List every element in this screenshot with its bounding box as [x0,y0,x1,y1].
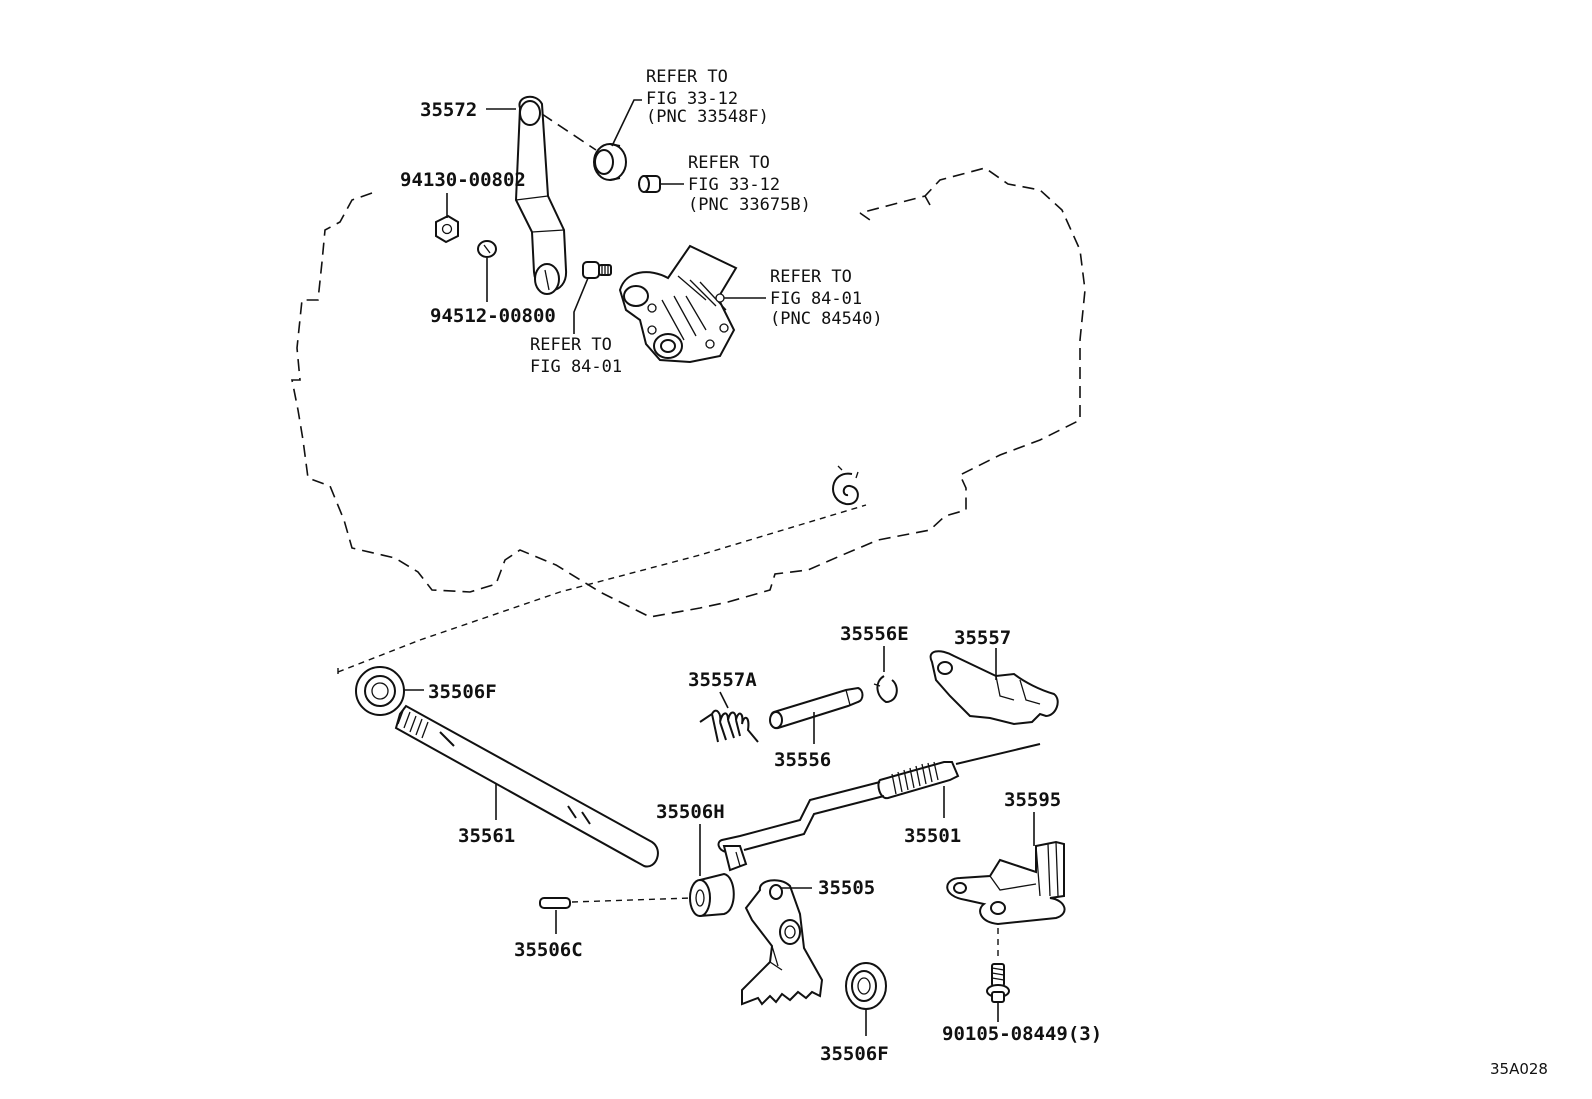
ref1-line3: (PNC 33548F) [646,107,769,127]
washer-94512-00800 [477,240,497,258]
label-35572: 35572 [420,99,477,121]
label-35556: 35556 [774,749,831,771]
figure-id: 35A028 [1490,1060,1548,1078]
label-35556e: 35556E [840,623,909,645]
ref2-line3: (PNC 33675B) [688,195,811,215]
pin-35506c [539,897,571,909]
shaft-alignment-line [337,504,867,673]
label-35505: 35505 [818,877,875,899]
shaft-35561 [394,704,659,868]
transmission-case-outline [291,167,1086,618]
label-35557: 35557 [954,627,1011,649]
oil-seal-35506f-bottom [845,962,887,1010]
e-ring-35556e [873,675,898,704]
bushing-35506h [689,872,735,918]
leader-33548f [611,99,642,147]
label-35506f-bottom: 35506F [820,1043,889,1065]
manual-lever-35572 [514,95,568,295]
label-94512-00800: 94512-00800 [430,305,556,327]
label-35557a: 35557A [688,669,757,691]
nut-94130-00802 [435,214,459,244]
label-35561: 35561 [458,825,515,847]
pin-to-bushing-dash [571,897,693,903]
lever-to-bushing-dash [541,113,597,151]
lever-35505 [741,879,824,1006]
bolt-90105-08449 [986,963,1010,1003]
ref1-line1: REFER TO [646,67,728,87]
ref4-line2: FIG 84-01 [530,357,622,377]
label-35501: 35501 [904,825,961,847]
ref2-line2: FIG 33-12 [688,175,780,195]
case-inner-edge [859,195,931,221]
leader-35557a [719,691,729,709]
bushing-33548f [593,143,627,181]
label-90105-08449: 90105-08449(3) [942,1023,1102,1045]
case-clip [832,465,859,506]
bracket-35595 [946,840,1066,926]
ref1-line2: FIG 33-12 [646,89,738,109]
label-35506f-top: 35506F [428,681,497,703]
ref3-line1: REFER TO [770,267,852,287]
label-35506c: 35506C [514,939,583,961]
label-35506h: 35506H [656,801,725,823]
ref3-line2: FIG 84-01 [770,289,862,309]
detent-lever-35557 [929,650,1059,726]
label-35595: 35595 [1004,789,1061,811]
neutral-start-switch-84540 [618,244,738,364]
leader-bolt-84-01 [573,277,589,334]
ref2-line1: REFER TO [688,153,770,173]
label-94130-00802: 94130-00802 [400,169,526,191]
bolt-84-01 [582,261,612,279]
spring-35557a [699,709,759,743]
ref4-line1: REFER TO [530,335,612,355]
ref3-line3: (PNC 84540) [770,309,883,329]
cable-35501 [717,743,1041,872]
oil-seal-35506f-top [355,666,405,716]
pin-35556 [769,686,864,730]
collar-33675b [638,175,661,193]
